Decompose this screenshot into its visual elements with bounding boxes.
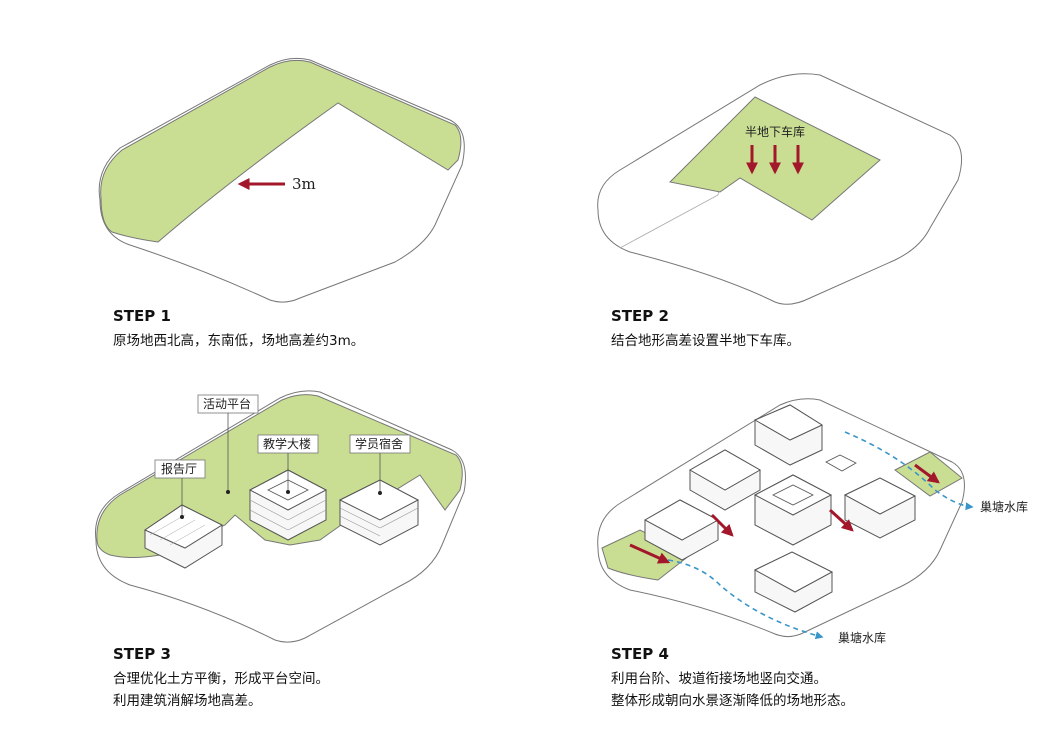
- step4-flow-bottom: [667, 559, 824, 640]
- step4-arrow-center-right: [828, 508, 854, 532]
- step3-hall-label: 报告厅: [161, 461, 197, 476]
- step3-title: STEP 3: [113, 645, 171, 663]
- step3-callout-hall: 报告厅: [154, 459, 206, 519]
- step2-desc-line-1: 结合地形高差设置半地下车库。: [611, 333, 800, 349]
- step1-desc-line-1: 原场地西北高，东南低，场地高差约3m。: [113, 333, 365, 349]
- step4-diagram: 巢塘水库 巢塘水库: [597, 398, 1028, 645]
- step3-diagram: 活动平台 教学大楼 学员宿舍 报告厅: [95, 390, 466, 643]
- step4-reservoir-bottom-label: 巢塘水库: [838, 630, 886, 645]
- step3-description: 合理优化土方平衡，形成平台空间。 利用建筑消解场地高差。: [113, 668, 329, 712]
- step4-desc-line-1: 利用台阶、坡道衔接场地竖向交通。: [611, 671, 827, 687]
- step1-description: 原场地西北高，东南低，场地高差约3m。: [113, 330, 364, 352]
- step4-desc-line-2: 整体形成朝向水景逐渐降低的场地形态。: [611, 693, 854, 709]
- step3-teaching-label: 教学大楼: [263, 436, 311, 451]
- step1-title: STEP 1: [113, 307, 171, 325]
- step4-arrow-left: [629, 543, 671, 564]
- step3-platform-label: 活动平台: [203, 396, 251, 411]
- step4-description: 利用台阶、坡道衔接场地竖向交通。 整体形成朝向水景逐渐降低的场地形态。: [611, 668, 854, 712]
- step2-description: 结合地形高差设置半地下车库。: [611, 330, 800, 352]
- step2-title: STEP 2: [611, 307, 669, 325]
- step3-desc-line-2: 利用建筑消解场地高差。: [113, 693, 262, 709]
- step1-high-ground: [100, 59, 462, 243]
- step4-title: STEP 4: [611, 645, 669, 663]
- step1-height-label: 3m: [292, 175, 316, 193]
- step3-callout-platform: 活动平台: [197, 394, 259, 494]
- step4-arrow-center-left: [710, 513, 734, 537]
- step4-reservoir-right-label: 巢塘水库: [980, 499, 1028, 514]
- step4-buildings: [643, 404, 917, 613]
- step4-flow-right: [844, 431, 974, 511]
- step1-diagram: 3m: [98, 57, 465, 303]
- step3-callout-dormitory: 学员宿舍: [349, 434, 411, 495]
- step3-hall: [143, 504, 224, 569]
- step4-green-patch-left: [601, 529, 691, 581]
- step2-garage-label: 半地下车库: [745, 124, 805, 139]
- step4-arrow-right: [914, 463, 940, 484]
- step3-desc-line-1: 合理优化土方平衡，形成平台空间。: [113, 671, 329, 687]
- step3-dormitory-label: 学员宿舍: [355, 436, 403, 451]
- step2-diagram: 半地下车库: [597, 73, 963, 305]
- step3-callout-teaching: 教学大楼: [257, 434, 319, 494]
